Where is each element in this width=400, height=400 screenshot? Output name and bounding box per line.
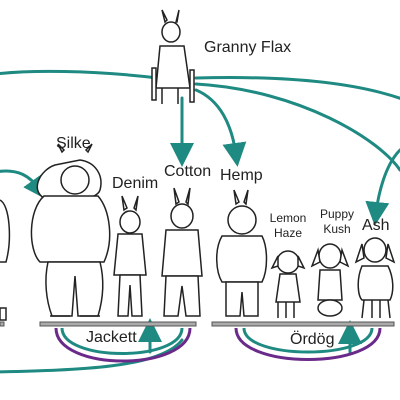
label-lemon-haze-line1: Lemon	[269, 211, 307, 225]
left-partial-figure	[0, 199, 11, 321]
label-cotton: Cotton	[164, 163, 212, 180]
line-right-to-ash	[365, 148, 400, 226]
ash-figure	[354, 237, 396, 319]
line-left-to-silke	[0, 169, 47, 200]
label-lemon-haze-line2: Haze	[273, 226, 302, 240]
denim-figure	[113, 195, 147, 317]
line-granny-to-hemp	[194, 88, 247, 167]
label-lemon-haze: Lemon Haze	[266, 212, 310, 239]
label-jackett: Jackett	[86, 329, 137, 346]
cotton-figure	[161, 187, 203, 317]
label-ordog: Ördög	[290, 331, 335, 348]
label-granny-flax: Granny Flax	[204, 39, 292, 56]
granny-flax-figure	[151, 9, 195, 104]
ground-shelves	[0, 321, 395, 327]
couple-arcs	[54, 327, 382, 363]
label-hemp: Hemp	[220, 167, 263, 184]
arc-silke-cotton-teal	[60, 327, 184, 355]
hemp-figure	[216, 189, 268, 317]
line-granny-to-left-offscreen	[0, 69, 160, 80]
arc-silke-cotton-purple	[54, 327, 192, 363]
label-puppy-kush-line2: Kush	[323, 222, 351, 236]
lineage-lines	[0, 69, 400, 374]
arc-hemp-ash-teal	[242, 327, 374, 354]
line-left-bottom-exit	[0, 338, 184, 374]
silke-figure	[30, 143, 111, 317]
label-silke: Silke	[56, 135, 91, 152]
label-puppy-kush: Puppy Kush	[314, 208, 360, 235]
puppy-kush-figure	[310, 243, 350, 317]
arc-hemp-ash-purple	[234, 327, 382, 361]
label-puppy-kush-line1: Puppy	[319, 207, 355, 221]
label-ash: Ash	[362, 217, 390, 234]
label-denim: Denim	[112, 175, 159, 192]
line-granny-to-far-right-offscreen	[194, 82, 400, 172]
lemon-haze-figure	[270, 250, 306, 318]
line-granny-to-right-offscreen	[194, 76, 400, 100]
